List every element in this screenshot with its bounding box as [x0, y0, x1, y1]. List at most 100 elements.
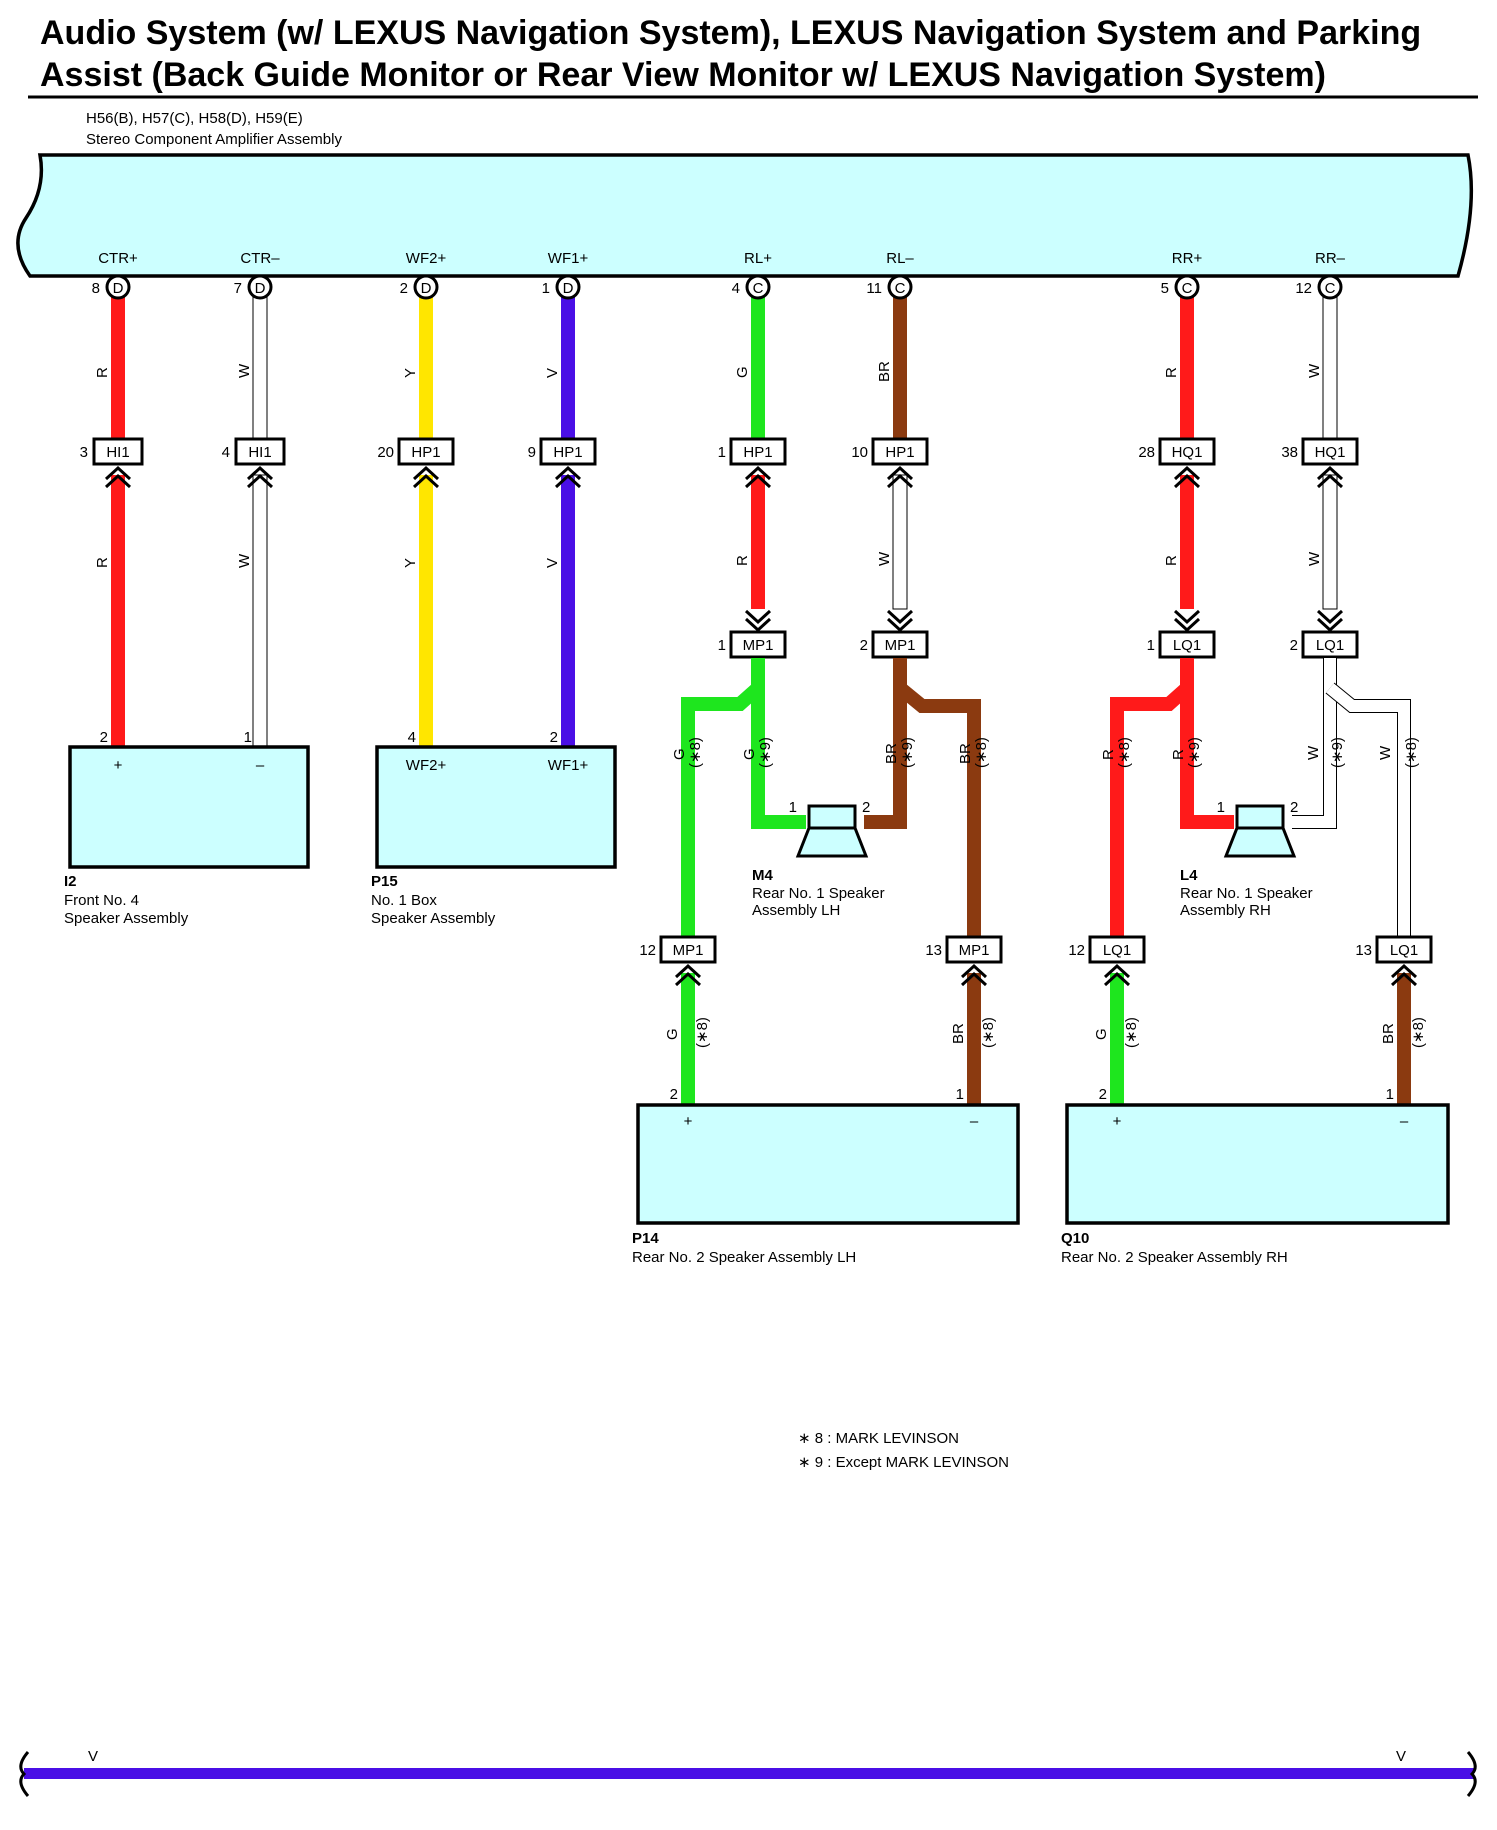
- terminal-conn-letter: D: [255, 280, 266, 297]
- terminal-conn-letter: D: [113, 280, 124, 297]
- junction-pin: 12: [639, 942, 656, 959]
- p15-pin: 4: [408, 729, 416, 746]
- wire-ctr-plus-mid: [111, 475, 125, 747]
- wire-code: Y: [402, 558, 419, 568]
- speaker-pin: 2: [1290, 799, 1298, 816]
- chevron-down-icon: [1173, 609, 1201, 633]
- wire-rh-red-8: [1110, 658, 1194, 944]
- l4-code: L4: [1180, 867, 1198, 884]
- wire-code: G: [664, 1028, 681, 1040]
- terminal-conn-letter: D: [563, 280, 574, 297]
- i2-body: [68, 745, 310, 869]
- i2-term: +: [114, 757, 123, 774]
- wire-code: BR: [950, 1023, 967, 1044]
- terminal-pin-number: 8: [92, 280, 100, 297]
- junction-pin: 2: [1290, 637, 1298, 654]
- wire-note: (∗9): [899, 737, 916, 768]
- junction-name: LQ1: [1390, 942, 1418, 959]
- wire-lh-brown-lower: [967, 973, 981, 1107]
- q10-term: +: [1113, 1113, 1122, 1130]
- l4-line-1: Rear No. 1 Speaker: [1180, 885, 1313, 902]
- speaker-cone: [795, 826, 869, 858]
- row1-chevrons: [104, 465, 1344, 489]
- p14-body: [636, 1103, 1020, 1225]
- wire-code: R: [1170, 749, 1187, 760]
- terminal-pin-number: 12: [1295, 280, 1312, 297]
- p14-pin: 2: [670, 1086, 678, 1103]
- wire-note: (∗8): [1410, 1017, 1427, 1048]
- junction-connector: [945, 935, 1003, 964]
- wire-note: (∗8): [1123, 1017, 1140, 1048]
- wire-rh-green-lower: [1110, 973, 1124, 1107]
- terminal-conn-letter: C: [1325, 280, 1336, 297]
- p15-line-2: Speaker Assembly: [371, 910, 496, 927]
- q10-code: Q10: [1061, 1230, 1089, 1247]
- wire-note: (∗8): [1116, 737, 1133, 768]
- junction-pin: 3: [80, 444, 88, 461]
- junction-name: LQ1: [1316, 637, 1344, 654]
- wire-code: BR: [883, 743, 900, 764]
- row2-chevrons: [744, 609, 1344, 633]
- terminal-pin-number: 5: [1161, 280, 1169, 297]
- note-9: ∗ 9 : Except MARK LEVINSON: [798, 1454, 1009, 1471]
- junction-name: MP1: [673, 942, 704, 959]
- junction-pin: 13: [1355, 942, 1372, 959]
- bus-break-left: [19, 1751, 30, 1797]
- terminal-circle: [887, 274, 913, 300]
- chevron-up-icon: [1316, 465, 1344, 489]
- wire-note: (∗8): [694, 1017, 711, 1048]
- terminal-pin-number: 1: [542, 280, 550, 297]
- chevron-up-icon: [744, 465, 772, 489]
- lower-wires: [681, 973, 1411, 1107]
- p15-line-1: No. 1 Box: [371, 892, 437, 909]
- terminal-pin-number: 4: [732, 280, 740, 297]
- terminal-circle: [247, 274, 273, 300]
- chevron-up-icon: [886, 465, 914, 489]
- chevron-up-icon: [1173, 465, 1201, 489]
- wire-lh-green-9: [751, 688, 806, 829]
- wire-code: W: [1306, 363, 1323, 378]
- speaker-m4: [795, 804, 869, 858]
- terminal-pin-number: 2: [400, 280, 408, 297]
- terminal-label-rl-plus: RL+: [744, 250, 772, 267]
- row3-chevrons: [674, 963, 1418, 987]
- wire-rh-red-9: [1180, 688, 1234, 829]
- junction-connector: [397, 437, 455, 466]
- chevron-up-icon: [960, 963, 988, 987]
- wire-wf2-plus-upper: [419, 297, 433, 449]
- i2-code: I2: [64, 873, 77, 890]
- q10-pin: 2: [1099, 1086, 1107, 1103]
- p15-term: WF1+: [548, 757, 589, 774]
- wire-note: (∗8): [1403, 737, 1420, 768]
- wire-code: G: [671, 748, 688, 760]
- wire-code: G: [734, 366, 751, 378]
- speaker-pin: 2: [862, 799, 870, 816]
- terminal-conn-letter: C: [753, 280, 764, 297]
- p14-term: –: [970, 1113, 979, 1130]
- junction-connector: [1301, 437, 1359, 466]
- junction-connector: [871, 630, 929, 659]
- wire-code: V: [544, 558, 561, 568]
- terminal-conn-letter: D: [421, 280, 432, 297]
- wire-code: BR: [957, 743, 974, 764]
- junction-connector: [539, 437, 597, 466]
- chevron-up-icon: [1103, 963, 1131, 987]
- wire-code: W: [1377, 745, 1394, 760]
- bus-break-right: [1466, 1751, 1477, 1797]
- junction-pin: 10: [851, 444, 868, 461]
- wire-code: BR: [1380, 1023, 1397, 1044]
- q10-term: –: [1400, 1113, 1409, 1130]
- chevron-down-icon: [744, 609, 772, 633]
- chevron-up-icon: [1390, 963, 1418, 987]
- junction-name: HP1: [743, 444, 772, 461]
- terminal-label-rr-minus: RR–: [1315, 250, 1346, 267]
- row1-connectors: [92, 437, 1359, 466]
- wire-code: W: [236, 363, 253, 378]
- row3-connectors: [659, 935, 1433, 964]
- speaker-pin: 1: [789, 799, 797, 816]
- wire-code: R: [1163, 367, 1180, 378]
- wire-note: (∗9): [1186, 737, 1203, 768]
- p14-code: P14: [632, 1230, 659, 1247]
- junction-pin: 1: [718, 444, 726, 461]
